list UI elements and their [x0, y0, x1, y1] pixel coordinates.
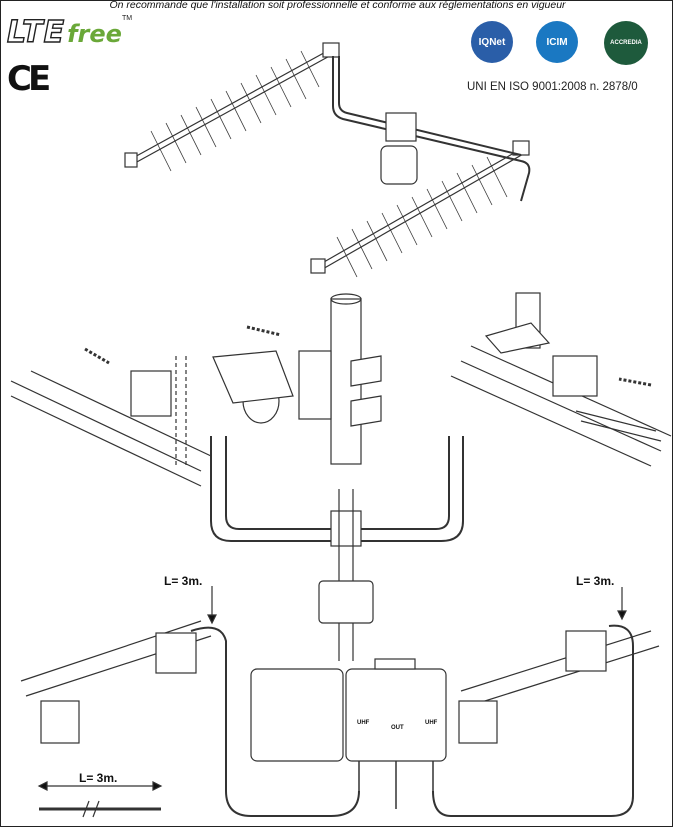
iqnet-certification-logo: IQNet — [471, 21, 513, 63]
lte-free-logo: LTEfreeTM — [6, 14, 133, 50]
out-label: OUT — [391, 725, 404, 731]
junction-box — [345, 668, 447, 762]
icim-certification-logo: ICIM — [536, 21, 578, 63]
logo-lte: LTE — [6, 14, 66, 50]
right-cable-length-label: L= 3m. — [576, 574, 615, 588]
direction-arrow-icon — [618, 377, 652, 387]
cable-connection-diagram — [20, 586, 660, 818]
direction-arrow-icon — [84, 347, 110, 365]
mounting-bracket-detail — [210, 436, 464, 661]
boom-clamp-detail-left — [10, 347, 212, 487]
bottom-cable-length-label: L= 3m. — [79, 771, 118, 785]
arrow-down-icon — [617, 610, 627, 621]
iso-certification-text: UNI EN ISO 9001:2008 n. 2878/0 — [467, 81, 638, 93]
central-clamp — [385, 112, 417, 142]
boom-clamp-detail-right — [450, 292, 672, 467]
combiner-box — [380, 145, 418, 185]
left-cable-length-label: L= 3m. — [164, 574, 203, 588]
accredia-label: ACCREDIA — [610, 40, 642, 46]
iqnet-label: IQNet — [478, 36, 506, 48]
upper-yagi-antenna — [124, 42, 340, 172]
accredia-certification-logo: ACCREDIA — [604, 21, 648, 65]
cable-length-indicator — [37, 781, 163, 818]
amplifier-unit — [318, 580, 374, 624]
logo-tm: TM — [121, 15, 133, 22]
ce-mark: CE — [7, 59, 51, 99]
left-cable — [190, 626, 360, 817]
icim-label: ICIM — [546, 36, 568, 48]
right-antenna-boom — [458, 630, 660, 744]
arrow-down-icon — [207, 614, 217, 625]
left-antenna-boom — [20, 620, 212, 744]
uhf-right-label: UHF — [425, 720, 438, 726]
junction-box-lid — [250, 668, 344, 762]
lower-yagi-antenna — [310, 140, 530, 278]
dual-antenna-assembly — [124, 42, 531, 278]
installation-notice: On recommande que l'installation soit pr… — [109, 0, 566, 11]
logo-free: free — [67, 20, 122, 48]
mounting-arm-pipe — [332, 56, 531, 202]
mast-u-bolt-detail — [212, 293, 382, 465]
right-cable — [432, 624, 634, 817]
direction-arrow-icon — [246, 325, 282, 337]
uhf-left-label: UHF — [357, 720, 370, 726]
